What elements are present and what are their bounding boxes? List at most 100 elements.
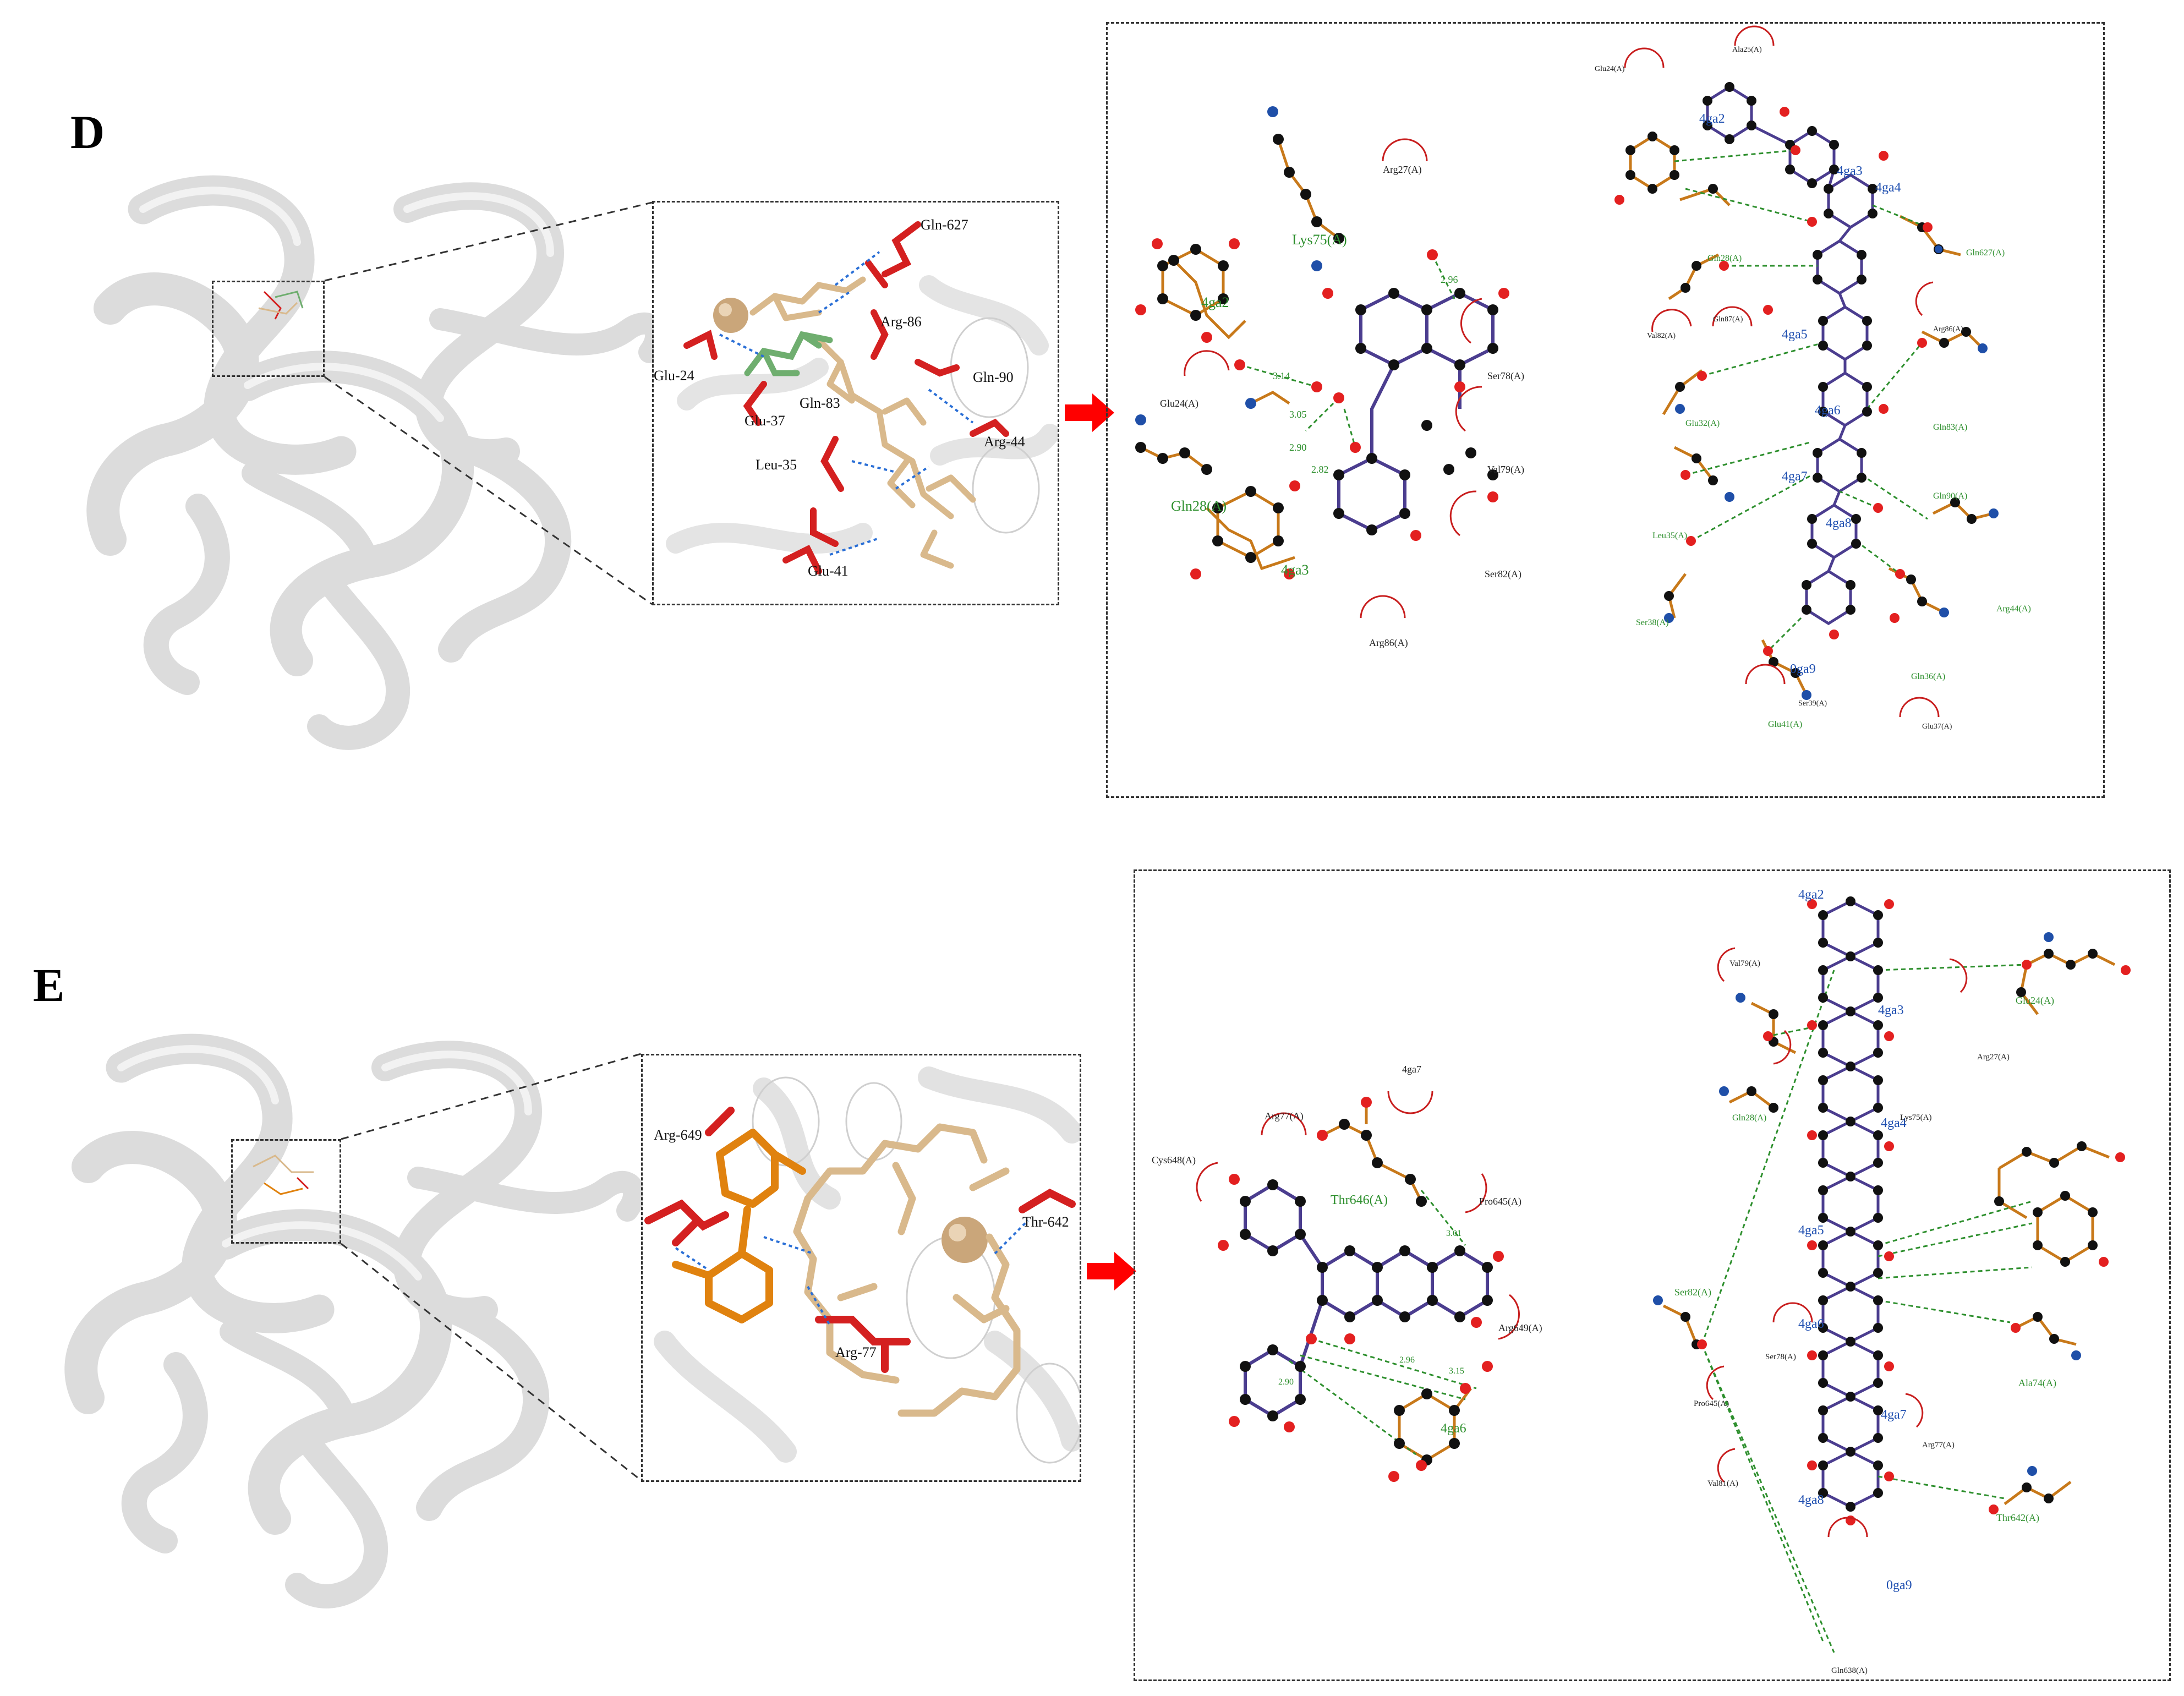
- ligplot-d-left-hyd-arg27: Arg27(A): [1383, 164, 1422, 175]
- closeup-d-label-arg44: Arg-44: [984, 434, 1025, 450]
- ligplot-e-right-ligand-4ga4: 4ga4: [1881, 1116, 1907, 1130]
- ligplot-d-right-hbond-gln90: Gln90(A): [1933, 491, 1968, 501]
- ligplot-e-right-hbond-ser82: Ser82(A): [1674, 1287, 1711, 1298]
- closeup-image-e: [643, 1055, 1080, 1480]
- ligplot-d-right-hbond-arg44: Arg44(A): [1996, 604, 2031, 614]
- ligplot-e-left-hyd-4ga7: 4ga7: [1402, 1064, 1421, 1075]
- ligplot-d-right-hyd-val82: Val82(A): [1647, 332, 1676, 340]
- ligplot-e-left-dist-2: 2.90: [1278, 1377, 1294, 1387]
- ligplot-d-right-hbond-gln36: Gln36(A): [1911, 672, 1946, 681]
- closeup-e-label-arg649: Arg-649: [654, 1127, 702, 1143]
- ligplot-d-left-hyd-ser78: Ser78(A): [1487, 370, 1524, 381]
- closeup-box-e: Arg-649 Thr-642 Arg-77: [641, 1054, 1081, 1482]
- ligplot-d-right-hyd-glu24: Glu24(A): [1595, 65, 1625, 73]
- ligplot-d-right-hbond-gln627: Gln627(A): [1966, 248, 2005, 258]
- protein-surface-e: [64, 1033, 645, 1609]
- ligplot-d-left-ligand-4ga3: 4ga3: [1281, 562, 1309, 578]
- panel-letter-e: E: [33, 959, 65, 1011]
- ligplot-d-right-ligand-4ga7: 4ga7: [1782, 469, 1808, 484]
- ligplot-d-right-hyd-arg86: Arg86(A): [1933, 325, 1963, 333]
- protein-surface-d: [86, 175, 667, 750]
- ligplot-d-left-hyd-val79: Val79(A): [1487, 464, 1524, 475]
- panel-letter-d: D: [70, 106, 105, 158]
- closeup-image-d: [654, 203, 1058, 604]
- ligplot-d-left-hbond-gln28: Gln28(A): [1171, 498, 1227, 514]
- ligplot-d-left-dist-5: 2.82: [1311, 464, 1329, 475]
- ligplot-d-right-hbond-gln83: Gln83(A): [1933, 423, 1968, 432]
- closeup-d-label-arg86: Arg-86: [880, 314, 922, 330]
- ligplot-e-right-hbond-gln28: Gln28(A): [1732, 1113, 1767, 1123]
- ligplot-d-drawing: [1135, 25, 1999, 718]
- ligplot-d-left-hyd-arg86: Arg86(A): [1369, 637, 1408, 648]
- ligplot-e-right-ligand-4ga7: 4ga7: [1881, 1408, 1907, 1422]
- zoom-region-d: [212, 281, 325, 377]
- ligplot-e-left-hyd-pro645: Pro645(A): [1479, 1196, 1521, 1207]
- ligplot-d-right-ligand-4ga2: 4ga2: [1699, 112, 1725, 126]
- ligplot-d-left-dist-1: 2.96: [1441, 274, 1458, 285]
- ligplot-e-right-hbond-glu24: Glu24(A): [2016, 995, 2054, 1006]
- ligplot-e-right-hyd-ser78: Ser78(A): [1765, 1353, 1796, 1361]
- closeup-e-label-thr642: Thr-642: [1022, 1214, 1069, 1230]
- ligplot-e-left-ligand-4ga6: 4ga6: [1441, 1421, 1466, 1436]
- ligplot-d-right-hyd-gln87: Gln87(A): [1713, 315, 1743, 324]
- ligplot-d-left-dist-2: 3.14: [1273, 370, 1290, 381]
- ligplot-e-right-ligand-4ga2: 4ga2: [1798, 888, 1824, 902]
- ligplot-d-right-hbond-glu32: Glu32(A): [1685, 419, 1720, 428]
- ligplot-e-right-hyd-arg27: Arg27(A): [1977, 1053, 2010, 1062]
- ligplot-d-right-hyd-ser39: Ser39(A): [1798, 699, 1827, 708]
- closeup-d-label-gln90: Gln-90: [973, 369, 1014, 385]
- ligplot-d-right-hbond-glu41: Glu41(A): [1768, 720, 1803, 729]
- ligplot-e-left-hyd-arg649: Arg649(A): [1498, 1322, 1542, 1333]
- ligplot-d-left-hbond-lys75: Lys75(A): [1292, 232, 1347, 248]
- ligplot-d-right-hbond-gln28: Gln28(A): [1707, 254, 1742, 263]
- closeup-d-label-glu41: Glu-41: [808, 563, 849, 579]
- closeup-d-label-gln627: Gln-627: [921, 217, 968, 233]
- ligplot-e-right-hyd-pro645: Pro645(A): [1694, 1399, 1729, 1408]
- ligplot-e-right-hbond-ala74: Ala74(A): [2018, 1377, 2056, 1388]
- arrow-e-icon: [1087, 1252, 1136, 1290]
- ligplot-e-left-dist-1: 3.01: [1446, 1229, 1462, 1238]
- ligplot-e-right-hyd-arg77: Arg77(A): [1922, 1441, 1955, 1449]
- closeup-d-label-glu24: Glu-24: [654, 368, 694, 384]
- ligplot-e-right-ligand-4ga3: 4ga3: [1878, 1003, 1904, 1017]
- ligplot-box-d: Lys75(A) Gln28(A) 4ga2 4ga3 Arg27(A) Glu…: [1106, 22, 2105, 798]
- closeup-e-label-arg77: Arg-77: [835, 1344, 877, 1360]
- ligplot-e-right-hyd-val79: Val79(A): [1729, 959, 1760, 968]
- ligplot-box-e: Thr646(A) 4ga6 4ga7 Arg77(A) Cys648(A) P…: [1134, 869, 2171, 1681]
- ligplot-d-left-dist-3: 3.05: [1289, 409, 1307, 420]
- ligplot-e-left-dist-3: 2.96: [1399, 1355, 1415, 1365]
- closeup-d-label-gln83: Gln-83: [800, 395, 840, 411]
- ligplot-d-right-ligand-0ga9: 0ga9: [1790, 662, 1816, 676]
- ligplot-e-left-dist-4: 3.15: [1449, 1366, 1464, 1376]
- closeup-d-label-leu35: Leu-35: [756, 457, 797, 473]
- ligplot-e-right-hyd-gln638: Gln638(A): [1831, 1666, 1868, 1675]
- ligplot-d-left-hyd-ser82: Ser82(A): [1485, 568, 1521, 579]
- ligplot-e-right-ligand-0ga9: 0ga9: [1886, 1578, 1912, 1593]
- ligplot-d-left-dist-4: 2.90: [1289, 442, 1307, 453]
- ligplot-d-right-hyd-ala25: Ala25(A): [1732, 46, 1762, 54]
- ligplot-d-right-hyd-glu37: Glu37(A): [1922, 723, 1952, 731]
- zoom-region-e: [231, 1139, 341, 1244]
- ligplot-e-right-ligand-4ga6: 4ga6: [1798, 1317, 1824, 1331]
- ligplot-d-right-ligand-4ga3: 4ga3: [1837, 164, 1863, 178]
- ligplot-e-left-hbond-thr646: Thr646(A): [1331, 1193, 1388, 1207]
- ligplot-d-right-hbond-leu35: Leu35(A): [1652, 531, 1688, 540]
- ligplot-d-left-ligand-4ga2: 4ga2: [1201, 294, 1229, 310]
- ligplot-e-right-ligand-4ga8: 4ga8: [1798, 1493, 1824, 1507]
- closeup-d-label-glu37: Glu-37: [745, 413, 785, 429]
- ligplot-d-right-hbond-ser38: Ser38(A): [1636, 618, 1669, 627]
- ligplot-d-right-ligand-4ga4: 4ga4: [1875, 180, 1901, 195]
- ligplot-e-right-ligand-4ga5: 4ga5: [1798, 1223, 1824, 1238]
- ligplot-d-left-hyd-glu24: Glu24(A): [1160, 398, 1198, 409]
- ligplot-e-left-hyd-cys648: Cys648(A): [1152, 1155, 1196, 1166]
- ligplot-e-drawing: [1196, 896, 2131, 1653]
- ligplot-d-right-ligand-4ga8: 4ga8: [1826, 516, 1852, 530]
- ligplot-e-right-hyd-val81: Val81(A): [1707, 1479, 1738, 1488]
- ligplot-d-right-ligand-4ga6: 4ga6: [1815, 403, 1841, 418]
- ligplot-e-left-hyd-arg77: Arg77(A): [1265, 1110, 1304, 1121]
- closeup-box-d: Gln-627 Arg-86 Glu-24 Gln-90 Glu-37 Gln-…: [652, 201, 1059, 605]
- ligplot-e-right-hbond-thr642: Thr642(A): [1996, 1512, 2039, 1523]
- arrow-d-icon: [1065, 393, 1114, 432]
- ligplot-e-right-hyd-lys75: Lys75(A): [1900, 1113, 1932, 1122]
- ligplot-d-right-ligand-4ga5: 4ga5: [1782, 327, 1808, 342]
